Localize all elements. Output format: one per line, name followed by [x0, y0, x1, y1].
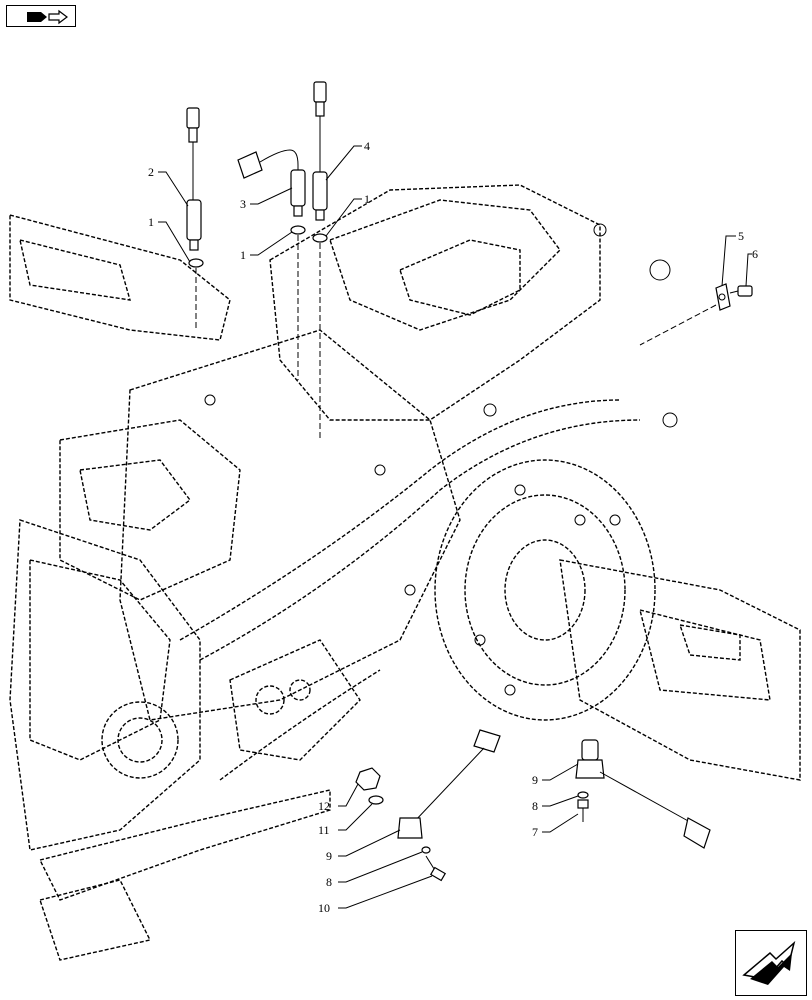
next-page-arrow-icon	[742, 940, 796, 985]
nut-part-12	[355, 767, 381, 791]
washer-part-11	[368, 795, 384, 805]
leader-lines	[158, 145, 752, 909]
callout-4: 4	[364, 139, 370, 153]
callout-3: 3	[240, 197, 246, 211]
callout-9: 9	[532, 773, 538, 787]
speed-sensor-center	[397, 729, 501, 839]
washer-part-8-center	[421, 846, 431, 854]
assembly-line	[639, 304, 717, 346]
callout-8: 8	[326, 875, 332, 889]
sensor-part-2	[186, 107, 202, 251]
o-ring-seal-1a	[188, 258, 204, 268]
callout-9: 9	[326, 849, 332, 863]
speed-sensor-right	[575, 739, 711, 849]
callout-12: 12	[318, 799, 330, 813]
bolt-part-7	[577, 799, 589, 822]
bolt-part-10	[425, 855, 447, 882]
callout-7: 7	[532, 825, 538, 839]
book-arrow-icon	[27, 9, 68, 25]
callout-2: 2	[148, 165, 154, 179]
callout-1: 1	[364, 192, 370, 206]
book-arrow-button[interactable]	[6, 5, 76, 27]
callout-1: 1	[148, 215, 154, 229]
o-ring-seal-1b	[290, 225, 306, 235]
callout-8: 8	[532, 799, 538, 813]
callout-10: 10	[318, 901, 330, 915]
o-ring-seal-1c	[312, 233, 328, 243]
sensor-part-4	[312, 81, 328, 221]
callout-1: 1	[240, 248, 246, 262]
sensor-part-3	[237, 149, 306, 217]
bracket-part-5	[715, 283, 731, 311]
callout-11: 11	[318, 823, 330, 837]
transmission-housing	[9, 184, 801, 961]
next-page-button[interactable]	[735, 930, 807, 996]
callout-6: 6	[752, 247, 758, 261]
callout-5: 5	[738, 229, 744, 243]
washer-part-8-right	[577, 791, 589, 799]
callout-labels: 2 1 3 1 4 1 5 6 9 8 7 12 11 9 8 10	[148, 139, 758, 915]
bolt-part-6	[729, 285, 753, 297]
